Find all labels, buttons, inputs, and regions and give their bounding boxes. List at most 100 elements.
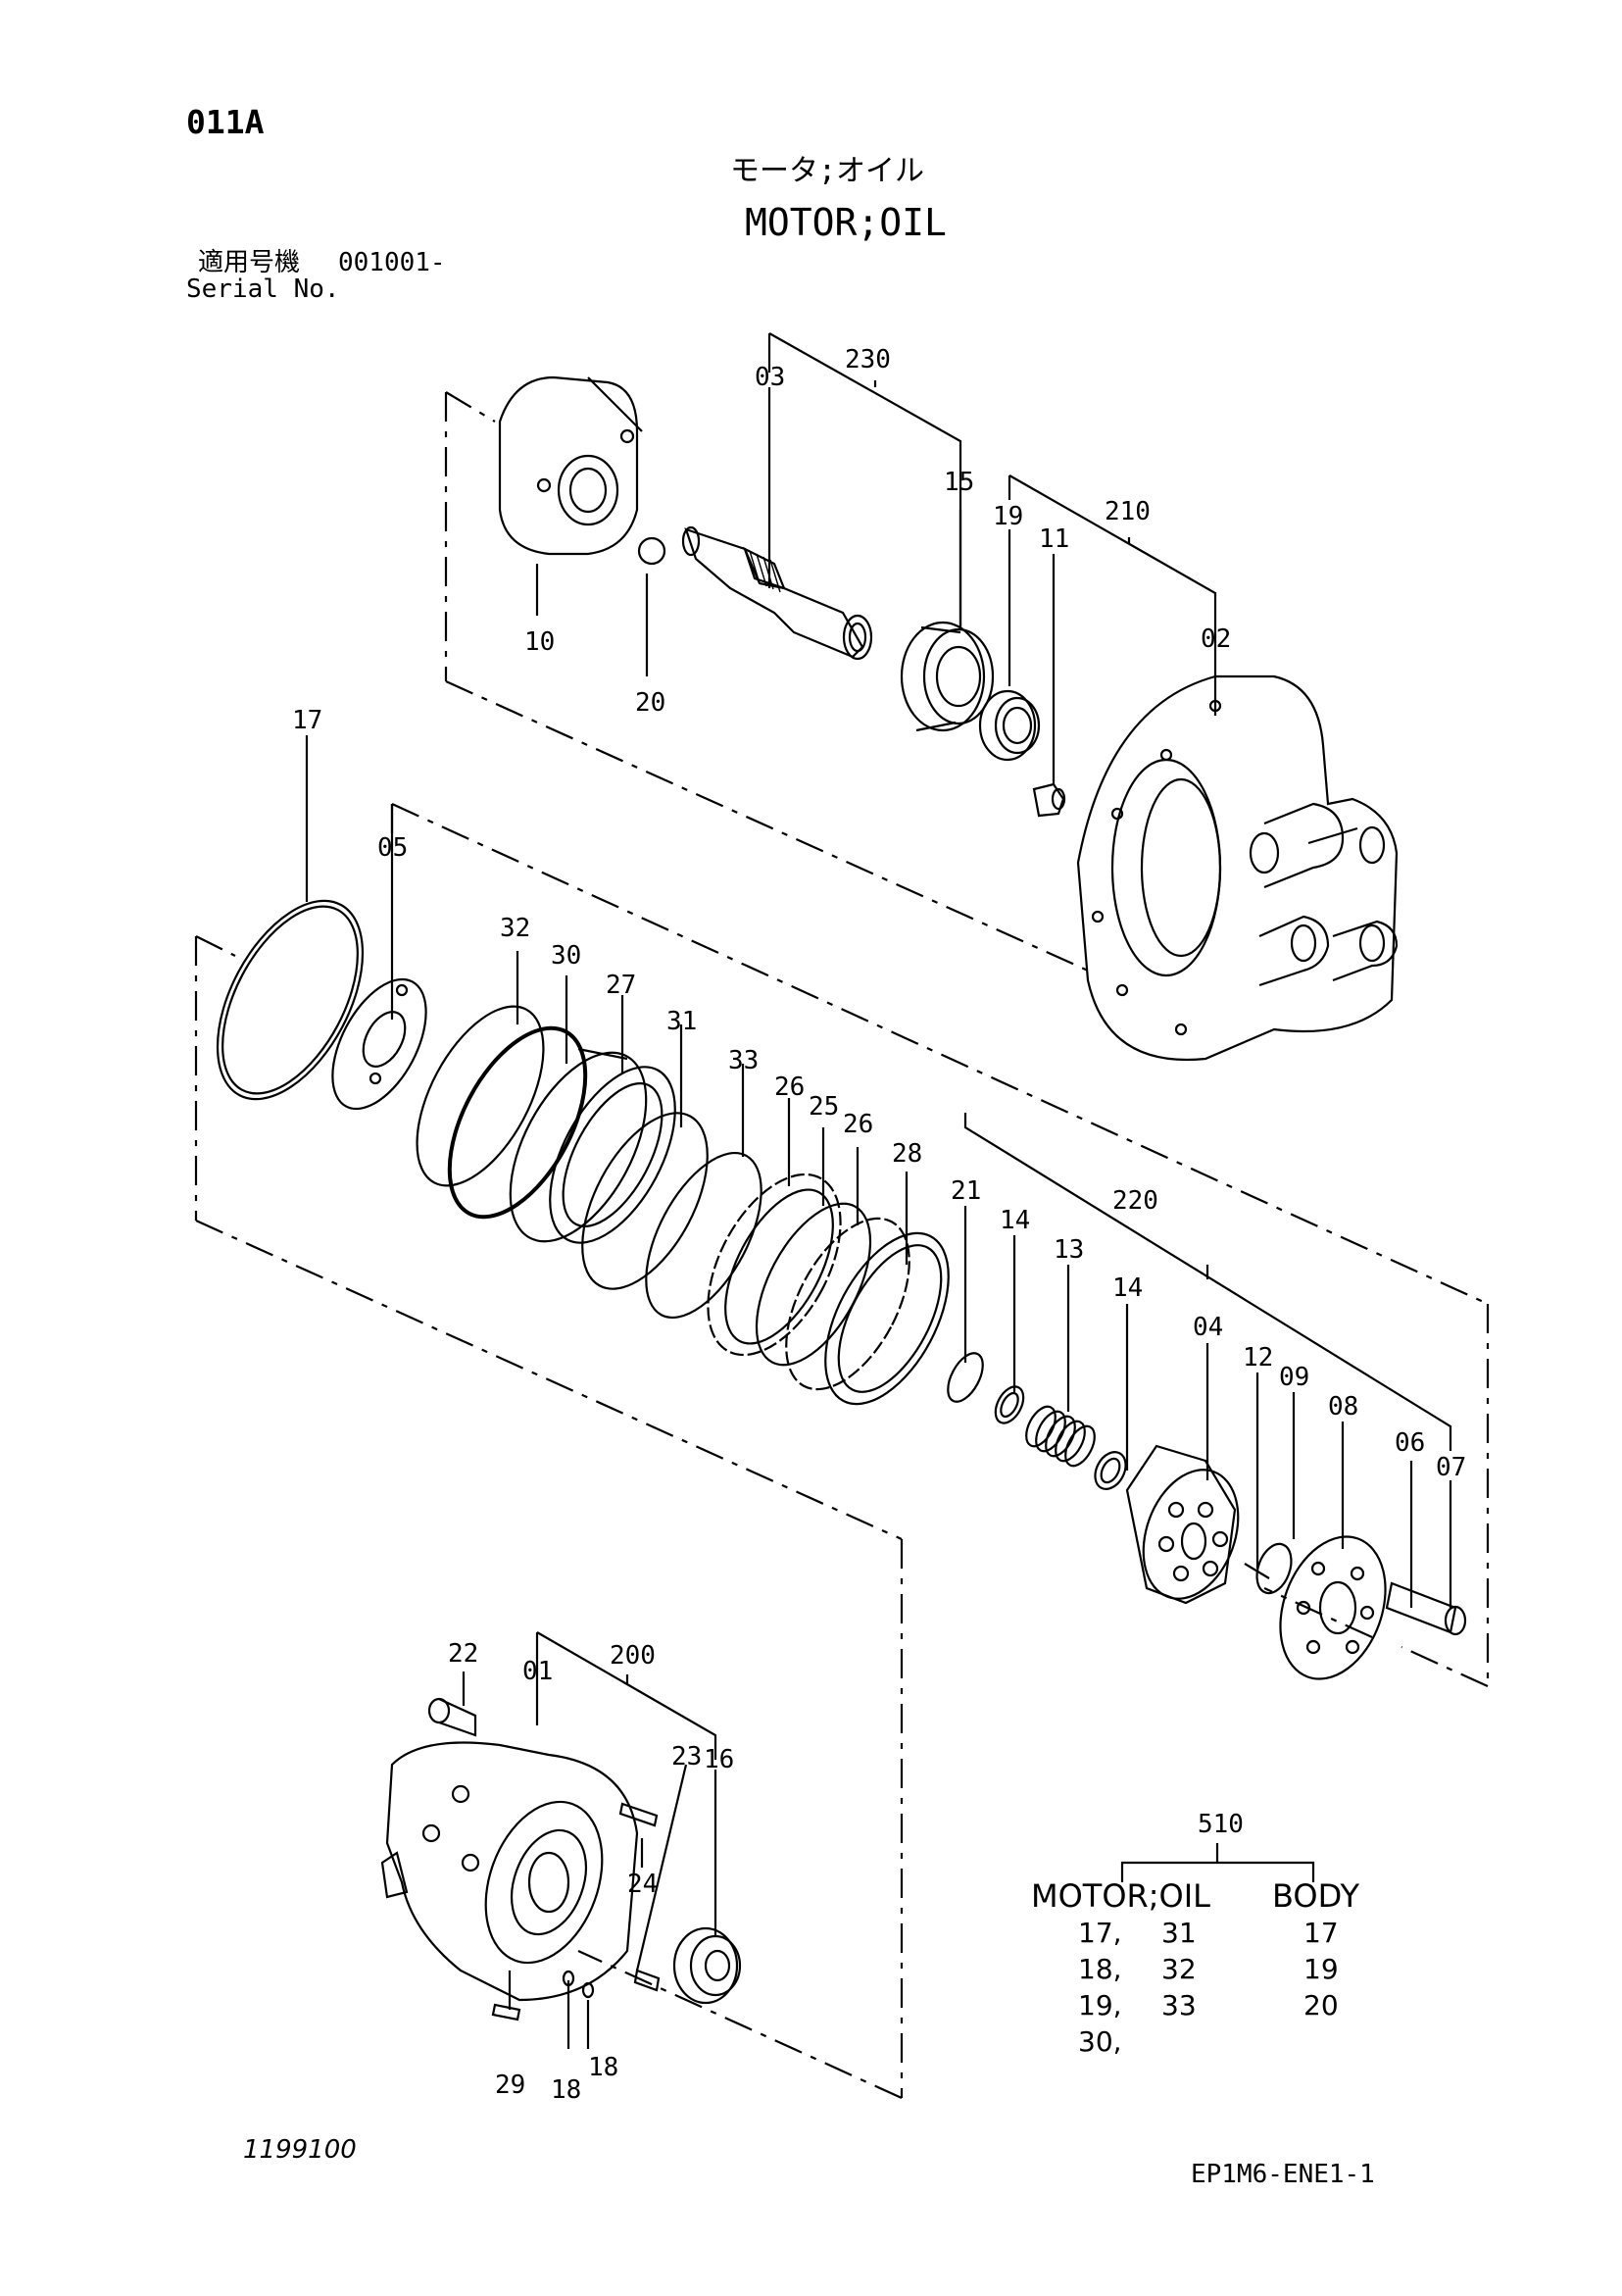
part-29-screw	[491, 2003, 521, 2021]
kit-row4-a: 30,	[1078, 2025, 1122, 2058]
part-09-ballguide	[1255, 1542, 1293, 1595]
part-22-bolt	[427, 1697, 477, 1737]
part-21-snapring	[947, 1352, 984, 1403]
label-16: 16	[704, 1745, 734, 1774]
label-210: 210	[1105, 497, 1151, 526]
serial-label-english: Serial No.	[186, 275, 340, 304]
label-11: 11	[1039, 524, 1069, 554]
part-30-ring	[447, 1025, 588, 1220]
kit-col1-header: MOTOR;OIL	[1031, 1877, 1210, 1915]
part-13-spring	[1025, 1405, 1096, 1468]
kit-row2-a: 18,	[1078, 1953, 1122, 1985]
label-23: 23	[671, 1742, 702, 1772]
label-26b: 26	[843, 1110, 873, 1139]
label-17: 17	[292, 706, 322, 735]
part-31-ring	[581, 1112, 709, 1290]
label-09: 09	[1279, 1363, 1309, 1392]
label-230: 230	[845, 345, 891, 374]
kit-row2-b: 32	[1161, 1953, 1197, 1985]
part-18-oring-b	[581, 1981, 595, 1999]
part-26-plate-b	[785, 1217, 910, 1391]
kit-row1-b: 31	[1161, 1917, 1197, 1949]
kit-row3-b: 33	[1161, 1989, 1197, 2021]
part-02-housing	[1076, 674, 1399, 1062]
part-23-pin	[633, 1969, 661, 1992]
part-14-washer-a	[994, 1385, 1025, 1424]
part-18-oring-a	[562, 1970, 575, 1987]
part-06-07-piston	[1385, 1581, 1467, 1636]
bracket-230	[768, 332, 962, 627]
part-24-pin	[618, 1802, 659, 1827]
part-11-plug	[1032, 782, 1066, 818]
kit-row2-c: 19	[1303, 1953, 1339, 1985]
label-14b: 14	[1112, 1273, 1143, 1303]
serial-value: 001001-	[338, 248, 446, 277]
part-26-plate-a	[707, 1173, 842, 1357]
label-05: 05	[377, 833, 408, 863]
part-32-ring	[416, 1005, 545, 1187]
part-01-cover	[380, 1741, 639, 2002]
part-14-washer-b	[1094, 1451, 1127, 1490]
kit-row1-a: 17,	[1078, 1917, 1122, 1949]
label-15: 15	[944, 468, 974, 497]
part-03-shaft	[681, 525, 873, 661]
part-15-bearing	[900, 621, 995, 732]
label-01: 01	[522, 1657, 553, 1686]
label-31: 31	[666, 1007, 697, 1036]
label-29: 29	[495, 2071, 525, 2100]
label-32: 32	[500, 914, 530, 943]
label-18a: 18	[551, 2075, 581, 2105]
label-24: 24	[627, 1870, 658, 1899]
label-21: 21	[951, 1176, 981, 1206]
label-13: 13	[1054, 1235, 1084, 1265]
label-07: 07	[1436, 1453, 1466, 1482]
label-04: 04	[1193, 1313, 1223, 1342]
label-27: 27	[606, 971, 636, 1000]
bracket-210	[1008, 474, 1217, 657]
title-japanese: モータ;オイル	[730, 154, 925, 188]
part-28-plate	[824, 1231, 950, 1406]
label-14a: 14	[1000, 1206, 1030, 1235]
image-number: 1199100	[243, 2135, 357, 2165]
part-20-ball	[637, 536, 666, 566]
part-10-disc	[498, 375, 643, 556]
part-05-plate	[331, 977, 427, 1111]
label-22: 22	[448, 1639, 478, 1669]
label-03: 03	[755, 363, 785, 392]
kit-col2-header: BODY	[1272, 1877, 1360, 1915]
part-17-oring	[216, 899, 365, 1101]
label-10: 10	[524, 627, 555, 657]
kit-row3-c: 20	[1303, 1989, 1339, 2021]
part-08-retainer	[1279, 1535, 1387, 1680]
label-08: 08	[1328, 1392, 1358, 1422]
label-12: 12	[1243, 1343, 1273, 1373]
label-19: 19	[993, 502, 1023, 531]
part-27-piston	[509, 1047, 676, 1244]
group-bracket-top	[444, 391, 1089, 973]
label-25: 25	[809, 1092, 839, 1122]
label-33: 33	[728, 1046, 759, 1075]
kit-number: 510	[1198, 1810, 1244, 1839]
part-19-seal	[978, 689, 1041, 762]
label-02: 02	[1201, 624, 1231, 654]
part-04-cylinder	[1125, 1444, 1240, 1605]
serial-label-japanese: 適用号機	[198, 248, 301, 277]
kit-row3-a: 19,	[1078, 1989, 1122, 2021]
label-20: 20	[635, 688, 665, 718]
page-code: 011A	[186, 103, 265, 141]
label-26a: 26	[774, 1073, 805, 1102]
title-english: MOTOR;OIL	[745, 201, 947, 244]
part-33-ring	[645, 1151, 762, 1320]
group-bracket-lower	[194, 935, 904, 2100]
bracket-200b	[536, 1631, 717, 1760]
part-16-bearing	[672, 1926, 742, 2005]
label-06: 06	[1395, 1428, 1425, 1458]
label-200: 200	[610, 1641, 656, 1671]
label-220: 220	[1112, 1186, 1158, 1216]
label-18b: 18	[588, 2053, 618, 2082]
label-30: 30	[551, 941, 581, 971]
kit-row1-c: 17	[1303, 1917, 1339, 1949]
document-code: EP1M6-ENE1-1	[1191, 2160, 1375, 2189]
label-28: 28	[892, 1139, 922, 1169]
